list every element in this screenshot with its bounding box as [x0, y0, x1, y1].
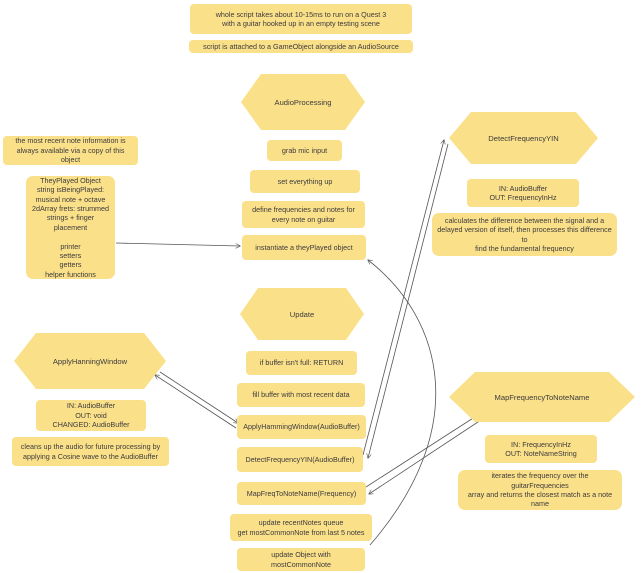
- diamond-shape: [449, 372, 635, 422]
- hanning-desc: cleans up the audio for future processin…: [12, 437, 169, 466]
- note-attached: script is attached to a GameObject along…: [189, 40, 413, 53]
- arrow-mapfreq-to-mapfrequency: [365, 413, 481, 488]
- mapfrequency-desc: iterates the frequency over the guitarFr…: [458, 470, 622, 510]
- mapfrequency-io: IN: FrequencyInHz OUT: NoteNameString: [485, 435, 597, 463]
- step-detect-frequency: DetectFrequencyYIN(AudioBuffer): [237, 447, 363, 472]
- arrow-theyplayed-to-instantiate: [115, 242, 240, 246]
- hanning-title: ApplyHanningWindow: [52, 356, 128, 366]
- yin-title: DetectFrequencyYIN: [488, 133, 559, 143]
- step-define-frequencies: define frequencies and notes for every n…: [242, 201, 365, 228]
- diamond-shape: [241, 74, 365, 130]
- note-recent-info: the most recent note information is alwa…: [3, 136, 138, 165]
- arrow-detect-to-yin: [362, 140, 444, 456]
- step-grab-mic: grab mic input: [267, 140, 342, 161]
- hanning-io: IN: AudioBuffer OUT: void CHANGED: Audio…: [36, 400, 146, 431]
- hanning-diamond: ApplyHanningWindow: [14, 333, 166, 389]
- update-diamond: Update: [240, 288, 364, 340]
- diamond-shape: [449, 112, 598, 164]
- arrow-mapfrequency-to-mapfreq: [369, 417, 485, 494]
- audioprocessing-diamond: AudioProcessing: [241, 74, 365, 130]
- mapfrequency-title: MapFrequencyToNoteName: [494, 392, 590, 402]
- arrow-update-object-to-instantiate: [368, 260, 437, 546]
- mapfrequency-diamond: MapFrequencyToNoteName: [449, 372, 635, 422]
- step-setup: set everything up: [250, 170, 360, 193]
- update-title: Update: [289, 309, 315, 319]
- arrow-hanning-to-apply: [159, 371, 238, 423]
- step-instantiate: instantiate a theyPlayed object: [242, 235, 366, 260]
- step-map-freq: MapFreqToNoteName(Frequency): [237, 482, 366, 505]
- yin-diamond: DetectFrequencyYIN: [449, 112, 598, 164]
- arrow-apply-to-hanning: [155, 375, 237, 429]
- theyplayed-object: TheyPlayed Object string isBeingPlayed: …: [26, 176, 115, 279]
- step-update-recent-notes: update recentNotes queue get mostCommonN…: [230, 514, 372, 541]
- step-apply-hamming: ApplyHammingWindow(AudioBuffer): [237, 415, 366, 439]
- yin-io: IN: AudioBuffer OUT: FrequencyInHz: [467, 179, 579, 207]
- diamond-shape: [14, 333, 166, 389]
- yin-desc: calculates the difference between the si…: [432, 213, 617, 256]
- audioprocessing-title: AudioProcessing: [274, 97, 332, 107]
- arrow-yin-to-detect: [368, 143, 449, 458]
- step-fill-buffer: fill buffer with most recent data: [237, 383, 365, 407]
- note-runtime: whole script takes about 10-15ms to run …: [190, 4, 412, 34]
- diamond-shape: [240, 288, 364, 340]
- step-update-object: update Object with mostCommonNote: [237, 548, 365, 571]
- step-buffer-check: if buffer isn't full: RETURN: [246, 351, 357, 375]
